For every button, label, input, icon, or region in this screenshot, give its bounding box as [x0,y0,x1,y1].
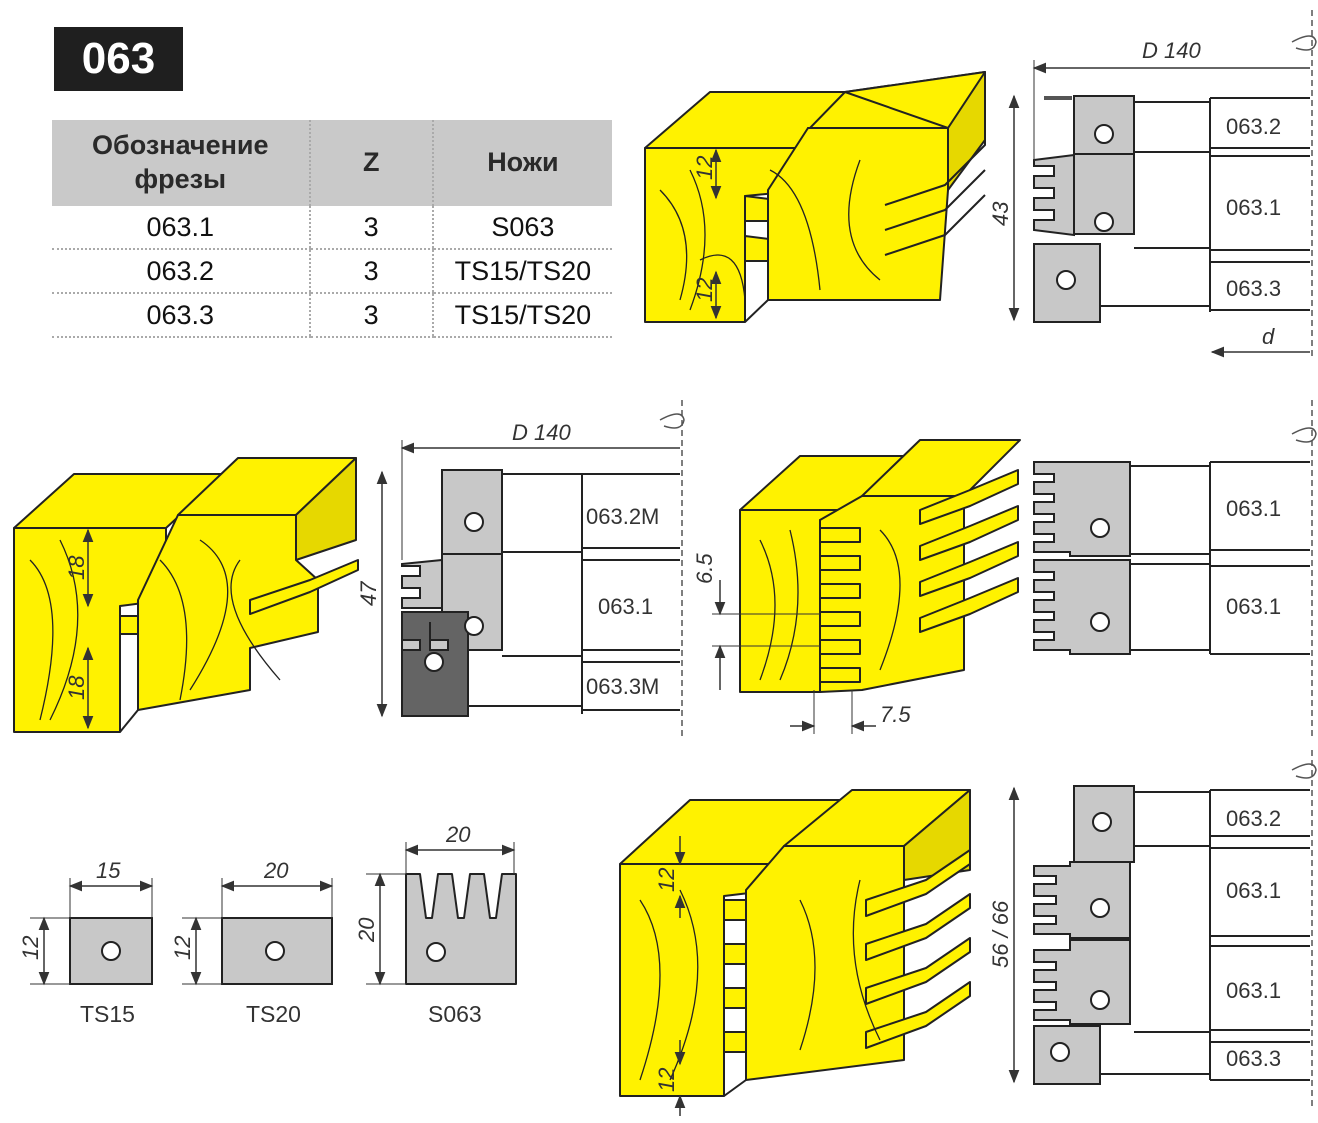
table-row: 063.1 3 S063 [52,206,612,250]
part-label: 063.2 [1226,806,1281,831]
dim-label: 43 [988,201,1013,226]
dim-12-bottom-1: 12 [692,270,722,320]
cell-knives: S063 [431,206,612,250]
dim-label: 6.5 [692,553,717,584]
cell-knives: TS15/TS20 [431,249,612,294]
cell-designation: 063.1 [52,206,310,250]
dim-18-top-2: 18 [64,528,94,608]
dim-label: 15 [96,858,121,883]
header-designation: Обозначение фрезы [52,120,310,206]
dim-pitch-v-3: 6.5 [692,553,820,690]
dim-label: 12 [654,1068,679,1092]
cell-designation: 063.2 [52,249,310,294]
dim-diameter-1: D 140 [1032,38,1310,160]
knife-label: TS15 [80,1001,135,1027]
knife-s063: 20 20 S063 [354,822,517,1027]
part-label: 063.1 [1226,594,1281,619]
dim-label: 12 [692,278,717,302]
code-badge: 063 [54,27,183,91]
knife-label: TS20 [246,1001,301,1027]
header-z: Z [308,120,433,206]
dim-height-1: 43 [988,94,1020,322]
wood-profile-1 [644,71,986,323]
table-row: 063.3 3 TS15/TS20 [52,293,612,338]
dim-label: 18 [64,675,89,700]
rotation-icon [1291,35,1317,51]
part-label: 063.3M [586,674,659,699]
dim-label: 20 [354,917,379,943]
dim-pitch-h-3: 7.5 [790,690,911,734]
dim-label: 12 [170,936,195,960]
dim-height-4: 56 / 66 [988,786,1020,1084]
cutter-2 [401,469,680,717]
knife-label: S063 [428,1001,482,1027]
cell-knives: TS15/TS20 [431,293,612,338]
wood-profile-2 [13,457,359,733]
rotation-icon [659,413,685,429]
dim-label: 20 [263,858,289,883]
dim-bore-1: d [1210,324,1310,358]
rotation-icon [1291,427,1317,443]
part-label: 063.1 [598,594,653,619]
dim-12-top-4: 12 [654,836,686,918]
part-label: 063.3 [1226,1046,1281,1071]
wood-profile-3 [739,439,1021,693]
cell-z: 3 [308,293,433,338]
dim-label: 47 [356,581,381,606]
cutter-4 [1033,785,1310,1085]
dim-18-bottom-2: 18 [64,646,94,730]
wood-profile-4 [619,789,971,1097]
cell-z: 3 [308,249,433,294]
dim-label: 12 [654,868,679,892]
dim-label: d [1262,324,1275,349]
dim-label: 20 [445,822,471,847]
dim-label: 7.5 [880,702,911,727]
dim-label: D 140 [512,420,571,445]
cell-designation: 063.3 [52,293,310,338]
table-header-row: Обозначение фрезы Z Ножи [52,120,612,206]
part-label: 063.2M [586,504,659,529]
dim-12-top-1: 12 [692,148,722,200]
part-label: 063.1 [1226,496,1281,521]
dim-height-2: 47 [356,470,388,718]
rotation-icon [1291,763,1317,779]
cutter-3 [1033,461,1310,655]
dim-label: 56 / 66 [988,900,1013,968]
header-knives: Ножи [431,120,612,206]
part-label: 063.3 [1226,276,1281,301]
part-label: 063.1 [1226,978,1281,1003]
knife-ts15: 15 12 TS15 [18,858,154,1027]
dim-label: 12 [18,936,43,960]
spec-table: Обозначение фрезы Z Ножи 063.1 3 S063 06… [52,120,612,338]
cell-z: 3 [308,206,433,250]
dim-12-bottom-4: 12 [654,1040,686,1116]
part-label: 063.1 [1226,878,1281,903]
part-label: 063.1 [1226,195,1281,220]
dim-label: 18 [64,555,89,580]
dim-diameter-2: D 140 [400,420,680,560]
dim-label: D 140 [1142,38,1201,63]
knife-ts20: 20 12 TS20 [170,858,334,1027]
part-label: 063.2 [1226,114,1281,139]
table-row: 063.2 3 TS15/TS20 [52,249,612,294]
dim-label: 12 [692,156,717,180]
cutter-1 [1033,95,1310,323]
